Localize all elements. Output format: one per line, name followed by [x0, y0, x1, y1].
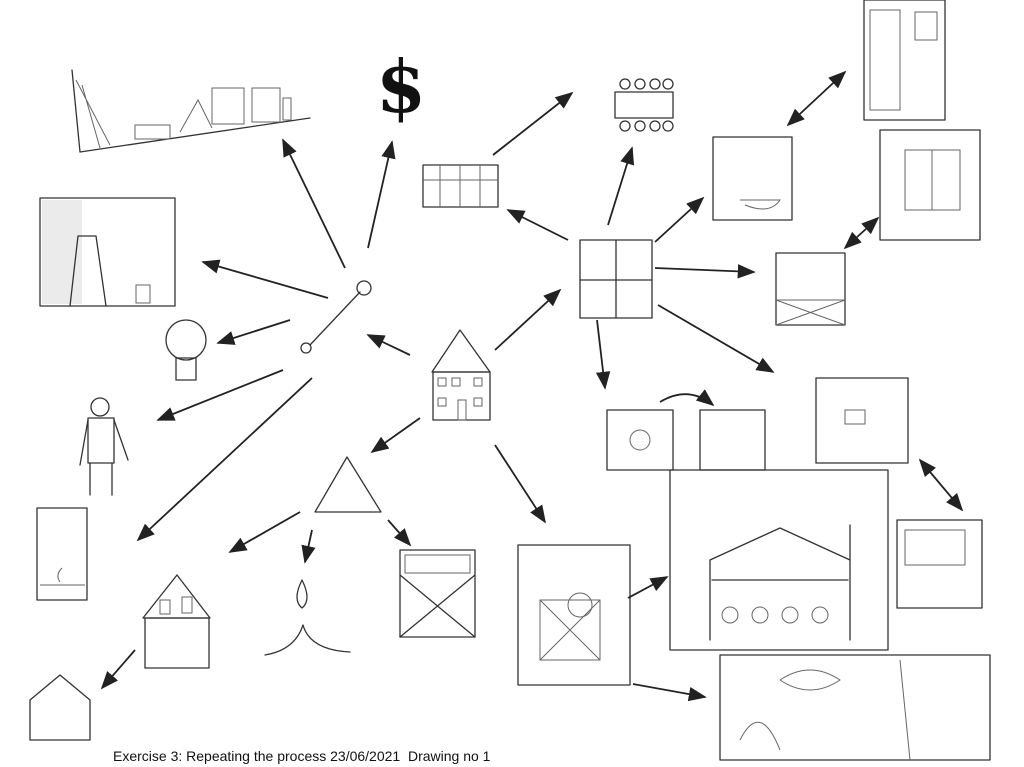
tank-sketch [36, 507, 88, 601]
gazebo-sketch [669, 469, 889, 651]
bathroom-sketch [712, 136, 793, 221]
room-sketches [517, 0, 991, 761]
dining-table-sketch [614, 78, 674, 132]
lightbulb-sketch [165, 319, 207, 381]
tile-pattern-sketch [399, 549, 476, 638]
lounge-sketch [815, 377, 909, 464]
shower-sketch [863, 0, 946, 121]
lighthouse-sketch [39, 197, 176, 307]
wrench-icon [300, 280, 372, 354]
connector-arrows [100, 91, 775, 702]
living-room-sketch [606, 409, 674, 471]
dollar-sign-icon: $ [376, 44, 426, 129]
patio-sketch [517, 544, 631, 686]
floor-plan-sketch [579, 239, 653, 319]
water-drop-sketch [264, 579, 351, 656]
kitchen-cabinet-sketch [422, 164, 499, 208]
bedroom-sketch [775, 252, 846, 326]
small-house-sketch [29, 674, 91, 741]
house-center [431, 329, 491, 421]
caption: Exercise 3: Repeating the process 23/06/… [113, 748, 491, 764]
bidirectional-arrows [786, 70, 964, 512]
shelf-sketch [71, 69, 311, 153]
attic-house-sketch [142, 574, 211, 669]
window-room-sketch [879, 129, 981, 241]
garden-scene-sketch [719, 654, 991, 761]
office-sketch [896, 519, 983, 609]
worker-sketch [79, 397, 129, 496]
roof-triangle [314, 456, 382, 513]
study-sketch [699, 409, 766, 471]
